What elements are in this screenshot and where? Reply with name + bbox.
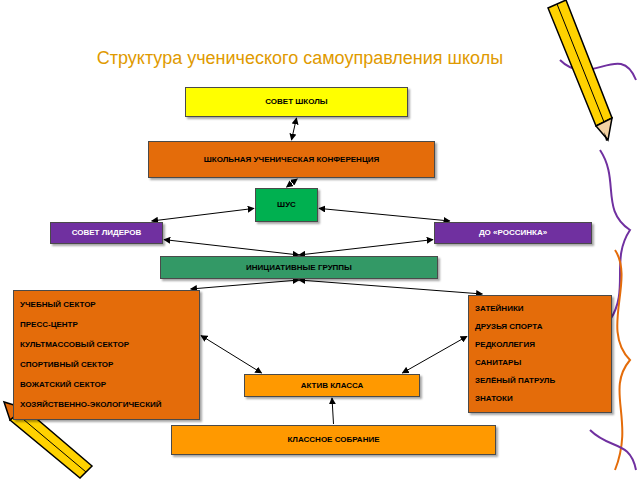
groups-box: ИНИЦИАТИВНЫЕ ГРУППЫ <box>160 256 438 279</box>
list-item: КУЛЬТМАССОВЫЙ СЕКТОР <box>20 340 129 350</box>
box-label: СОВЕТ ЛИДЕРОВ <box>72 228 142 238</box>
connector-arrow <box>319 208 450 221</box>
list-item: ЗАТЕЙНИКИ <box>475 304 524 314</box>
council-box: СОВЕТ ШКОЛЫ <box>185 87 408 117</box>
list-item: ДРУЗЬЯ СПОРТА <box>475 322 542 332</box>
connector-arrow <box>152 208 254 221</box>
list-item: ПРЕСС-ЦЕНТР <box>20 320 78 330</box>
box-label: ШУС <box>277 200 296 210</box>
list-item: ВОЖАТСКИЙ СЕКТОР <box>20 380 106 390</box>
list-item: ЗНАТОКИ <box>475 394 513 404</box>
diagram-title: Структура ученического самоуправления шк… <box>40 48 560 69</box>
box-label: АКТИВ КЛАССА <box>301 381 364 391</box>
box-label: ИНИЦИАТИВНЫЕ ГРУППЫ <box>246 263 352 273</box>
list-item: РЕДКОЛЛЕГИЯ <box>475 340 535 350</box>
class-active-box: АКТИВ КЛАССА <box>244 374 420 397</box>
list-item: СПОРТИВНЫЙ СЕКТОР <box>20 360 113 370</box>
leaders-box: СОВЕТ ЛИДЕРОВ <box>50 222 163 244</box>
box-label: СОВЕТ ШКОЛЫ <box>265 97 327 107</box>
connector-arrow <box>402 336 467 373</box>
class-meeting-box: КЛАССНОЕ СОБРАНИЕ <box>171 425 496 455</box>
connector-arrow <box>201 336 262 374</box>
groups-list-box: ЗАТЕЙНИКИ ДРУЗЬЯ СПОРТА РЕДКОЛЛЕГИЯ САНИТАР… <box>468 295 612 413</box>
sectors-box: УЧЕБНЫЙ СЕКТОР ПРЕСС-ЦЕНТР КУЛЬТМАССОВЫЙ С… <box>13 290 200 420</box>
connector-arrow <box>332 398 334 424</box>
list-item: САНИТАРЫ <box>475 358 521 368</box>
conference-box: ШКОЛЬНАЯ УЧЕНИЧЕСКАЯ КОНФЕРЕНЦИЯ <box>148 141 435 178</box>
connector-arrow <box>292 118 297 140</box>
connector-arrow <box>164 240 299 255</box>
shus-box: ШУС <box>255 188 318 222</box>
pencil-top <box>548 0 612 141</box>
box-label: ДО «РОССИНКА» <box>479 228 547 238</box>
connector-arrow <box>191 280 299 289</box>
connector-arrow <box>299 280 482 294</box>
list-item: ЗЕЛЁНЫЙ ПАТРУЛЬ <box>475 376 555 386</box>
list-item: УЧЕБНЫЙ СЕКТОР <box>20 300 96 310</box>
connector-arrow <box>287 179 298 187</box>
connector-arrow <box>299 240 433 255</box>
box-label: КЛАССНОЕ СОБРАНИЕ <box>287 435 379 445</box>
list-item: ХОЗЯЙСТВЕННО-ЭКОЛОГИЧЕСКИЙ <box>20 400 162 410</box>
box-label: ШКОЛЬНАЯ УЧЕНИЧЕСКАЯ КОНФЕРЕНЦИЯ <box>204 155 380 165</box>
org-box: ДО «РОССИНКА» <box>434 222 592 244</box>
